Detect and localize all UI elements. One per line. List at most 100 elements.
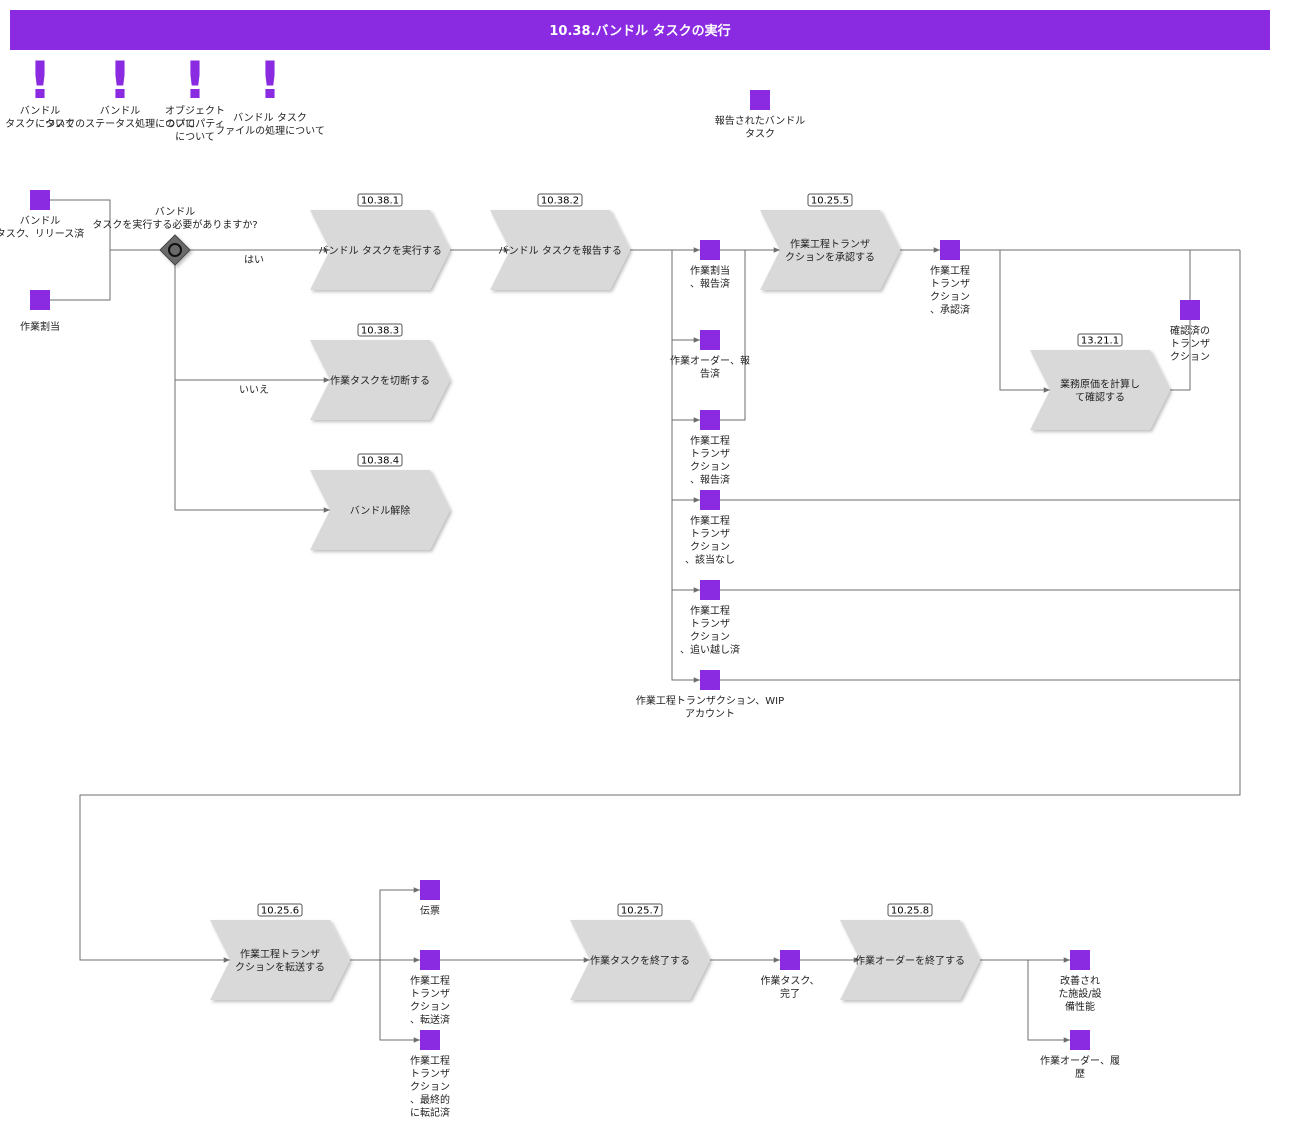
event-square-icon (420, 950, 440, 970)
activity-id: 10.38.3 (361, 326, 399, 337)
activity-shape (760, 210, 900, 290)
event-square-icon (940, 240, 960, 260)
event-label: 伝票 (420, 905, 440, 917)
activity-id: 10.25.6 (261, 906, 299, 917)
event-square-icon (30, 190, 50, 210)
note-bundle-task-status[interactable]: ! バンドルタスクのステータス処理について (45, 51, 195, 130)
activity-id: 10.38.4 (361, 456, 399, 467)
activity-id: 10.25.5 (811, 196, 849, 207)
event-label: 作業タスク、完了 (760, 974, 819, 1000)
event-txn-approved[interactable]: 作業工程トランザクション、承認済 (930, 240, 970, 316)
activity-shape (310, 340, 450, 420)
activity-id-badge (357, 323, 403, 337)
exclamation-icon: ! (108, 51, 132, 111)
decision-gateway[interactable]: バンドルタスクを実行する必要がありますか? はい いいえ (92, 206, 269, 396)
gateway-diamond (159, 234, 191, 266)
activity-label: 作業タスクを切断する (330, 374, 430, 387)
event-square-icon (420, 1030, 440, 1050)
note-object-properties[interactable]: ! オブジェクトのプロパティについて (165, 51, 225, 143)
activity-label: バンドル タスクを実行する (318, 244, 442, 257)
event-order-reported[interactable]: 作業オーダー、報告済 (670, 330, 750, 380)
activity-label: 作業オーダーを終了する (855, 954, 965, 967)
activity-id-badge (887, 903, 933, 917)
event-square-icon (420, 880, 440, 900)
event-square-icon (700, 330, 720, 350)
event-txn-reported[interactable]: 作業工程トランザクション、報告済 (690, 410, 730, 486)
event-label: 作業オーダー、履歴 (1040, 1054, 1120, 1080)
activity-shape (310, 210, 450, 290)
event-label: 改善された施設/設備性能 (1058, 974, 1101, 1013)
note-bundle-file[interactable]: ! バンドル タスクファイルの処理について (215, 51, 325, 137)
activity-id-badge (807, 193, 853, 207)
event-square-icon (1180, 300, 1200, 320)
event-square-icon (780, 950, 800, 970)
event-label: 作業オーダー、報告済 (670, 354, 750, 380)
event-voucher[interactable]: 伝票 (420, 880, 440, 917)
diagram-title: 10.38.バンドル タスクの実行 (549, 23, 730, 39)
activity-id-badge (257, 903, 303, 917)
event-square-icon (700, 490, 720, 510)
activity-shape (840, 920, 980, 1000)
event-confirmed-txn[interactable]: 確認済のトランザクション (1170, 300, 1210, 363)
connectors (50, 199, 1241, 1043)
activity-disconnect-work-task[interactable]: 10.38.3 作業タスクを切断する (310, 323, 450, 420)
gateway-no-label: いいえ (239, 384, 269, 396)
activity-execute-bundle-task[interactable]: 10.38.1 バンドル タスクを実行する (310, 193, 450, 290)
event-square-icon (700, 670, 720, 690)
event-work-assignment[interactable]: 作業割当 (20, 290, 60, 333)
activities: 10.38.1 バンドル タスクを実行する 10.38.2 バンドル タスクを報告する… (210, 193, 1170, 1000)
activity-shape (490, 210, 630, 290)
event-square-icon (700, 240, 720, 260)
activity-close-work-task[interactable]: 10.25.7 作業タスクを終了する (570, 903, 710, 1000)
event-label: 作業工程トランザクション、該当なし (685, 514, 735, 566)
event-label: 作業工程トランザクション、追い越し済 (680, 604, 740, 656)
event-square-icon (1070, 950, 1090, 970)
event-order-history[interactable]: 作業オーダー、履歴 (1040, 1030, 1120, 1080)
event-square-icon (1070, 1030, 1090, 1050)
note-bundle-task[interactable]: ! バンドルタスクについて (5, 51, 75, 130)
note-label: バンドルタスクについて (5, 105, 75, 130)
event-assignment-reported[interactable]: 作業割当、報告済 (690, 240, 730, 290)
activity-label: 作業工程トランザクションを承認する (785, 238, 875, 264)
activity-label: バンドル タスクを報告する (498, 244, 622, 257)
gateway-yes-label: はい (244, 254, 264, 266)
event-label: 報告されたバンドルタスク (715, 114, 806, 140)
event-txn-posted[interactable]: 作業工程トランザクション、転送済 (410, 950, 450, 1026)
event-reported-bundle-task[interactable]: 報告されたバンドルタスク (715, 90, 806, 140)
activity-shape (1030, 350, 1170, 430)
event-txn-na[interactable]: 作業工程トランザクション、該当なし (685, 490, 735, 566)
event-label: 作業工程トランザクション、報告済 (690, 434, 730, 486)
note-label: バンドルタスクのステータス処理について (45, 105, 195, 130)
activity-approve-transaction[interactable]: 10.25.5 作業工程トランザクションを承認する (760, 193, 900, 290)
event-square-icon (700, 580, 720, 600)
activity-label: 作業タスクを終了する (590, 954, 690, 967)
activity-id-badge (537, 193, 583, 207)
event-square-icon (30, 290, 50, 310)
activity-label: 業務原価を計算して確認する (1060, 378, 1140, 404)
activity-id: 10.38.2 (541, 196, 579, 207)
activity-id: 10.38.1 (361, 196, 399, 207)
event-label: 作業工程トランザクション、転送済 (410, 974, 450, 1026)
event-label: バンドルタスク、リリース済 (0, 215, 84, 240)
event-txn-overtaken[interactable]: 作業工程トランザクション、追い越し済 (680, 580, 740, 656)
event-task-done[interactable]: 作業タスク、完了 (760, 950, 820, 1000)
activity-id: 10.25.7 (621, 906, 659, 917)
event-label: 確認済のトランザクション (1170, 324, 1210, 363)
event-improved-perf[interactable]: 改善された施設/設備性能 (1058, 950, 1102, 1013)
event-square-icon (700, 410, 720, 430)
event-square-icon (750, 90, 770, 110)
note-label: バンドル タスクファイルの処理について (215, 112, 325, 137)
event-txn-final-posted[interactable]: 作業工程トランザクション、最終的に転記済 (410, 1030, 450, 1119)
event-bundle-released[interactable]: バンドルタスク、リリース済 (0, 190, 84, 240)
title-bar (10, 10, 1270, 50)
activity-id-badge (1077, 333, 1123, 347)
activity-report-bundle-task[interactable]: 10.38.2 バンドル タスクを報告する (490, 193, 630, 290)
gateway-circle-icon (168, 243, 182, 257)
